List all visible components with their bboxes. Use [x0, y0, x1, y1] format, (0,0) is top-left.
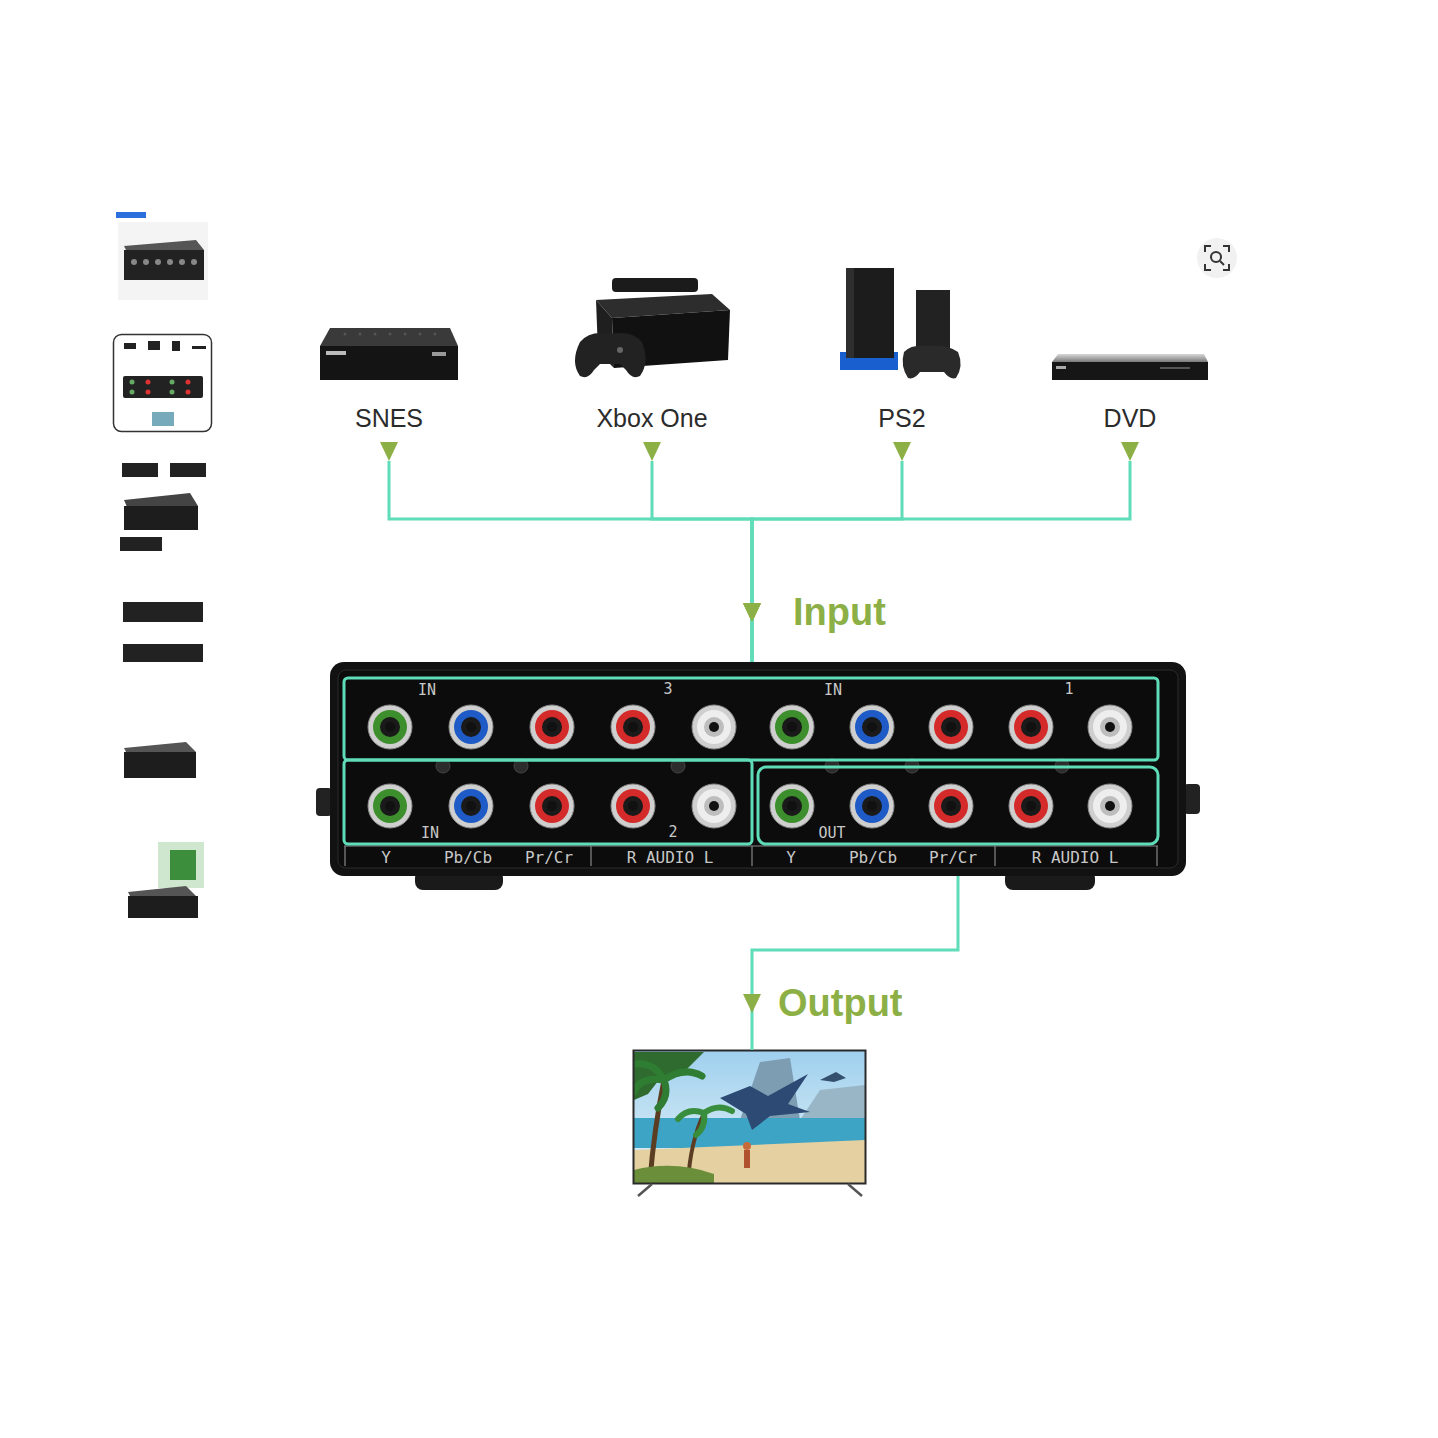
connector-line — [389, 461, 752, 662]
panel-label: IN — [421, 824, 439, 842]
tv-box: Output — [633, 1050, 866, 1184]
device-box: PS2 — [836, 262, 968, 440]
connector-line — [752, 461, 902, 662]
panel-label: R AUDIO L — [627, 848, 714, 867]
start-marker — [380, 442, 398, 461]
switch-box: Input — [330, 662, 1186, 876]
connector — [743, 442, 911, 662]
panel-label: Y — [381, 848, 391, 867]
connector — [643, 442, 761, 662]
panel-label: 2 — [668, 823, 677, 841]
connector-line — [652, 461, 752, 662]
panel-label: IN — [418, 681, 436, 699]
dvd-player-icon — [1052, 354, 1208, 380]
device-label: Xbox One — [596, 404, 707, 433]
device-label: SNES — [355, 404, 423, 433]
arrow-head — [743, 603, 761, 622]
ps2-icon — [840, 268, 961, 378]
device-box: Xbox One — [570, 262, 734, 440]
connector-line — [752, 461, 1130, 662]
panel-label: Y — [786, 848, 796, 867]
panel-label: Pr/Cr — [525, 848, 573, 867]
device-box: DVD — [1050, 262, 1210, 440]
xbox-icon — [575, 278, 730, 377]
zoom-icon — [1197, 238, 1237, 278]
connector — [743, 442, 1139, 662]
settop-box-icon — [320, 328, 458, 380]
panel-label: Pb/Cb — [849, 848, 897, 867]
component-switch — [316, 662, 1200, 890]
arrow-head — [743, 603, 761, 622]
arrow-head — [743, 994, 761, 1013]
connector-line — [752, 876, 958, 1050]
connector — [380, 442, 761, 662]
device-label: DVD — [1104, 404, 1157, 433]
panel-label: 1 — [1064, 680, 1073, 698]
connector — [743, 876, 958, 1050]
tv-icon — [634, 1051, 867, 1197]
device-label: PS2 — [878, 404, 925, 433]
arrow-head — [743, 603, 761, 622]
panel-label: IN — [824, 681, 842, 699]
device-box: SNES — [312, 262, 466, 440]
start-marker — [893, 442, 911, 461]
start-marker — [643, 442, 661, 461]
thumbnail-strip — [114, 212, 212, 918]
start-marker — [1121, 442, 1139, 461]
flow-heading: Input — [793, 591, 886, 634]
flow-heading: Output — [778, 982, 903, 1025]
panel-label: Pb/Cb — [444, 848, 492, 867]
panel-label: Pr/Cr — [929, 848, 977, 867]
arrow-head — [743, 603, 761, 622]
panel-label: 3 — [663, 680, 672, 698]
panel-label: OUT — [818, 824, 845, 842]
panel-label: R AUDIO L — [1032, 848, 1119, 867]
